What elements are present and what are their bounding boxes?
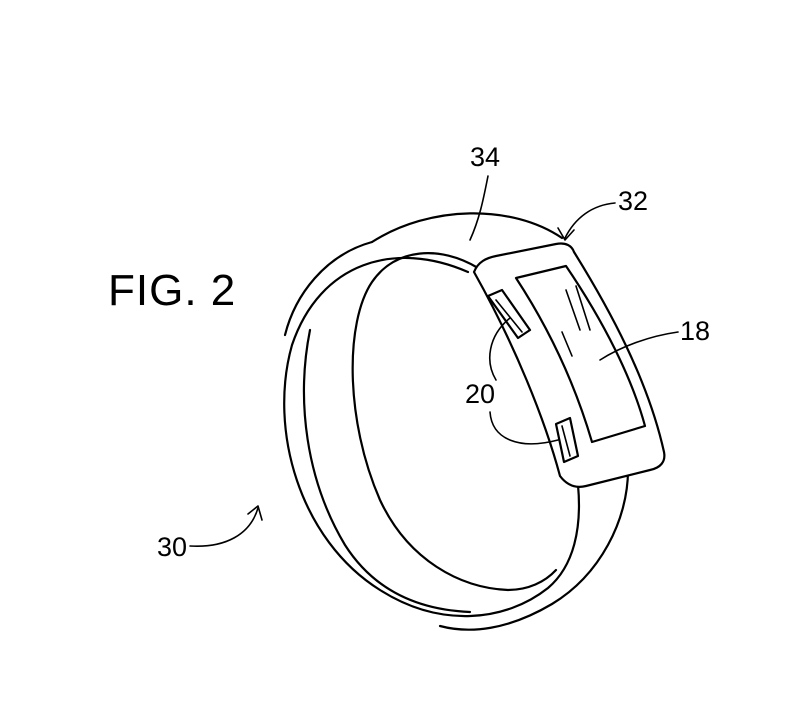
band-top-back-edge [370,212,564,244]
leader-32 [564,202,616,239]
leader-18 [599,331,679,361]
display-housing [472,242,666,488]
figure-title: FIG. 2 [108,266,236,315]
screen-glare-line-2 [575,285,591,331]
ref-label-band: 34 [470,142,500,172]
side-buttons [486,288,580,464]
leader-34 [469,175,489,241]
band-outer-back-edge [283,240,374,337]
ref-label-device: 30 [157,532,187,562]
display-screen [514,264,647,444]
ref-label-display: 18 [680,316,710,346]
lower-side-button-detail [561,425,571,457]
upper-side-button-detail [495,299,523,333]
band-inner-edge [351,252,558,592]
leader-lines [189,175,679,547]
band-outer-edge [283,256,581,618]
arrowhead-30 [247,505,263,521]
ref-label-housing: 32 [618,186,648,216]
leader-20-upper [489,317,511,381]
lower-side-button [554,416,580,464]
leader-30 [189,507,259,547]
band-right-lower-edge [438,468,630,631]
screen-glare-line-3 [561,331,573,357]
ref-label-buttons: 20 [465,379,495,409]
screen-glare-line-1 [565,289,581,331]
arrowhead-32 [557,227,575,241]
band-inner-rim [302,328,472,614]
leader-20-lower [489,411,559,445]
